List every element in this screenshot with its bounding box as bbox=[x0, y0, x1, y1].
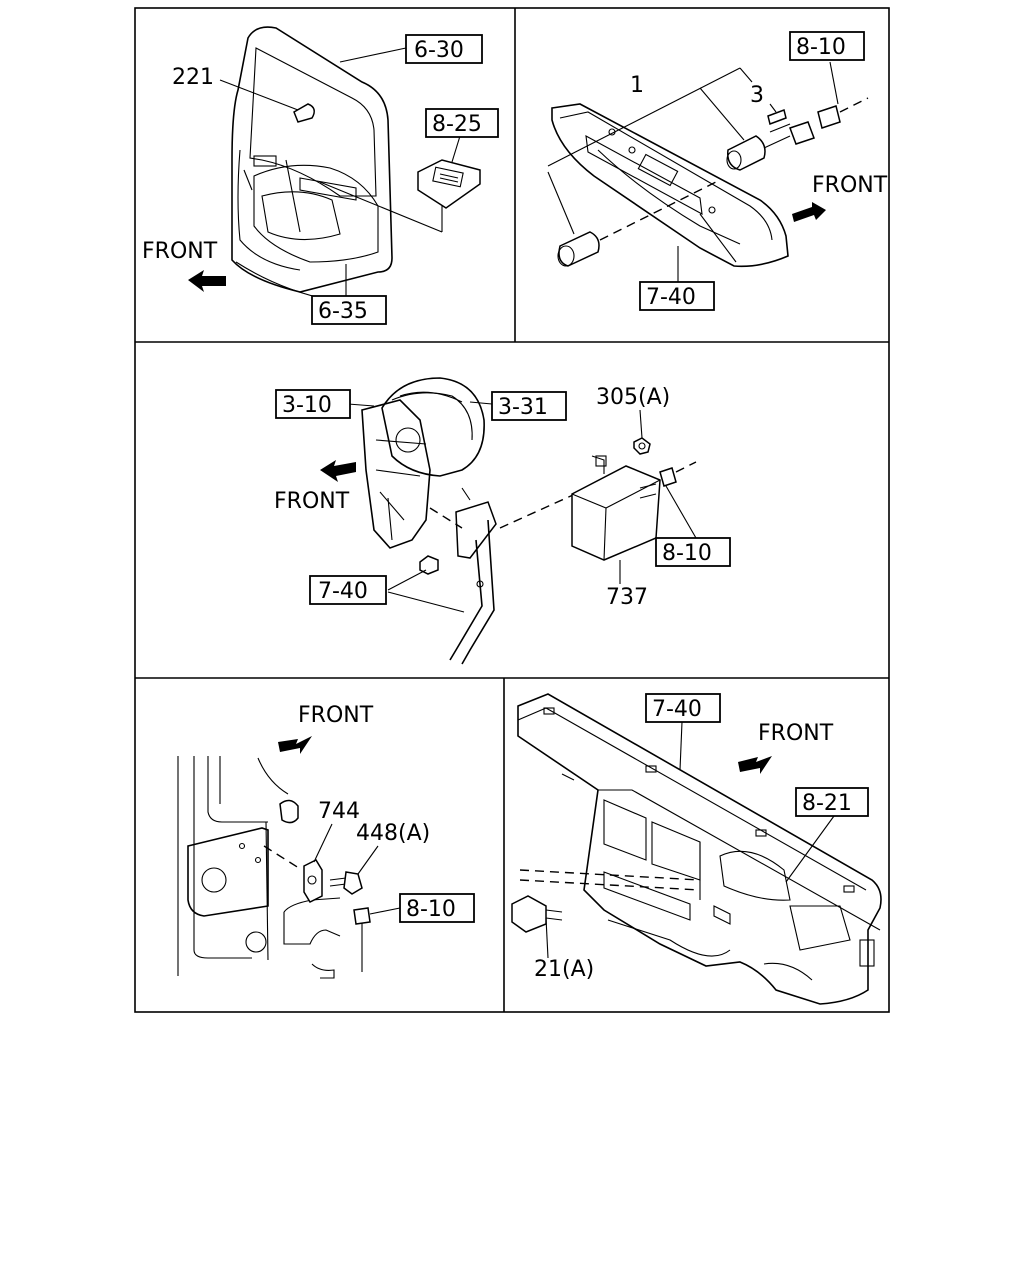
panel-door: FRONT 221 6-30 8-25 6-35 bbox=[142, 26, 499, 325]
svg-text:6-30: 6-30 bbox=[414, 38, 464, 63]
console-leaders bbox=[547, 61, 839, 282]
front-label: FRONT bbox=[812, 173, 888, 198]
power-window-switch bbox=[417, 159, 481, 209]
front-label: FRONT bbox=[298, 703, 374, 728]
svg-text:8-10: 8-10 bbox=[796, 35, 846, 60]
svg-text:8-10: 8-10 bbox=[406, 897, 456, 922]
svg-text:3-31: 3-31 bbox=[498, 395, 548, 420]
panel-console: FRONT 1 3 8-10 7-40 bbox=[547, 31, 888, 311]
part-number: 3 bbox=[750, 83, 764, 108]
ref-callout: 8-21 bbox=[795, 787, 869, 817]
svg-text:6-35: 6-35 bbox=[318, 299, 368, 324]
ref-callout: 6-30 bbox=[405, 34, 483, 64]
nut-740 bbox=[419, 555, 439, 575]
panel-pedal: FRONT 305(A) 737 3-31 3-10 8-10 7-40 bbox=[274, 377, 731, 665]
front-arrow-icon bbox=[792, 202, 826, 222]
cab-pillar-illustration bbox=[177, 756, 363, 979]
dash-leaders bbox=[545, 721, 835, 959]
part-number: 221 bbox=[172, 65, 214, 90]
pedal-bracket bbox=[429, 487, 585, 665]
ref-callout: 3-10 bbox=[275, 389, 351, 419]
front-label: FRONT bbox=[142, 239, 218, 264]
part-number: 448(A) bbox=[356, 821, 430, 846]
part-number: 21(A) bbox=[534, 957, 594, 982]
connector-810 bbox=[353, 907, 371, 925]
ref-callout: 8-25 bbox=[425, 108, 499, 138]
brake-booster-illustration bbox=[361, 377, 485, 549]
sensor-744 bbox=[263, 845, 323, 903]
svg-text:8-25: 8-25 bbox=[432, 112, 482, 137]
ref-callout: 7-40 bbox=[645, 693, 721, 723]
sensor-leaders bbox=[313, 823, 401, 915]
front-arrow-icon bbox=[320, 460, 356, 482]
front-arrow-icon bbox=[278, 736, 312, 754]
svg-text:8-21: 8-21 bbox=[802, 791, 852, 816]
bolt-448 bbox=[329, 871, 363, 895]
cigarette-lighter-socket bbox=[557, 97, 869, 267]
front-label: FRONT bbox=[758, 721, 834, 746]
door-illustration bbox=[231, 26, 393, 301]
panel-sensor: FRONT 744 448(A) 8-10 bbox=[177, 703, 475, 979]
svg-text:7-40: 7-40 bbox=[652, 697, 702, 722]
dashboard-illustration bbox=[517, 693, 882, 1005]
svg-text:8-10: 8-10 bbox=[662, 541, 712, 566]
pedal-leaders bbox=[347, 401, 697, 613]
part-number: 737 bbox=[606, 585, 648, 610]
panel-dash: FRONT 21(A) 7-40 8-21 bbox=[511, 693, 882, 1005]
door-leaders bbox=[219, 47, 461, 296]
panel-frame bbox=[134, 7, 890, 1013]
control-module-737 bbox=[571, 455, 697, 561]
part-number: 305(A) bbox=[596, 385, 670, 410]
ref-callout: 3-31 bbox=[491, 391, 567, 421]
front-label: FRONT bbox=[274, 489, 350, 514]
svg-text:3-10: 3-10 bbox=[282, 393, 332, 418]
front-arrow-icon bbox=[738, 756, 772, 774]
ref-callout: 8-10 bbox=[789, 31, 865, 61]
svg-text:7-40: 7-40 bbox=[646, 285, 696, 310]
ref-callout: 8-10 bbox=[399, 893, 475, 923]
part-number: 1 bbox=[630, 73, 644, 98]
switch-21 bbox=[511, 895, 563, 933]
nut-305 bbox=[633, 437, 651, 455]
ref-callout: 7-40 bbox=[639, 281, 715, 311]
ref-callout: 6-35 bbox=[311, 295, 387, 325]
console-illustration bbox=[551, 103, 789, 268]
ref-callout: 8-10 bbox=[655, 537, 731, 567]
ref-callout: 7-40 bbox=[309, 575, 387, 605]
part-number: 744 bbox=[318, 799, 360, 824]
front-arrow-icon bbox=[188, 270, 226, 292]
svg-text:7-40: 7-40 bbox=[318, 579, 368, 604]
